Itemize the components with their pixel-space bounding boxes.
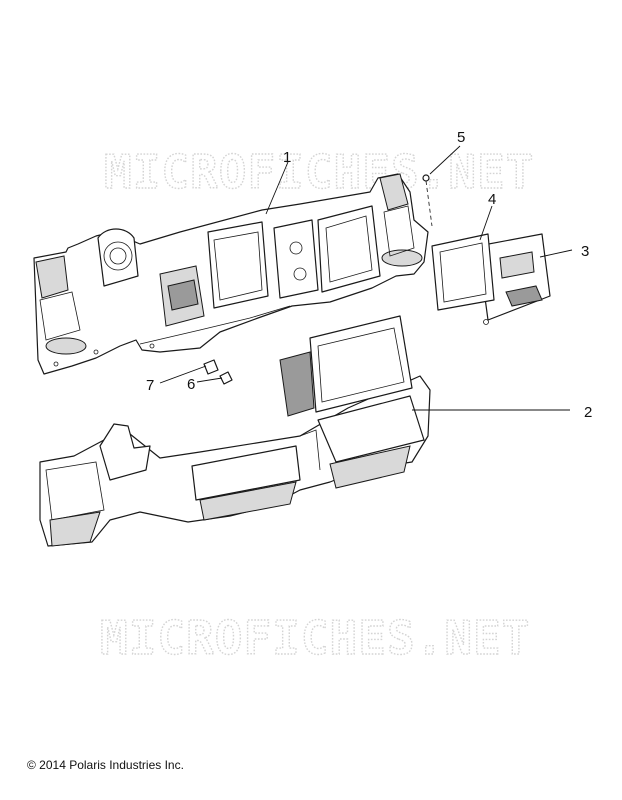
leader-1 (265, 161, 289, 215)
callout-3: 3 (581, 243, 589, 260)
callout-6: 6 (187, 376, 195, 393)
callout-7: 7 (146, 377, 154, 394)
callout-1: 1 (283, 149, 291, 166)
leader-3 (539, 249, 573, 258)
dashboard-lower-assembly (39, 315, 431, 547)
leader-5 (429, 145, 461, 175)
dashboard-upper-panel (33, 173, 429, 375)
watermark-bottom: MICROFICHES.NET (100, 611, 530, 665)
seal-gasket (431, 233, 495, 311)
callout-4: 4 (488, 191, 496, 208)
screw-6 (219, 371, 233, 385)
leader-6 (196, 377, 223, 383)
watermark-top: MICROFICHES.NET (104, 145, 534, 199)
copyright-notice: © 2014 Polaris Industries Inc. (27, 758, 184, 772)
callout-2: 2 (584, 404, 592, 421)
leader-4 (479, 205, 493, 241)
callout-5: 5 (457, 129, 465, 146)
clip-nut-7 (203, 359, 219, 375)
glove-box-cover (477, 233, 551, 325)
leader-7 (159, 365, 207, 384)
screw-5 (422, 174, 433, 227)
